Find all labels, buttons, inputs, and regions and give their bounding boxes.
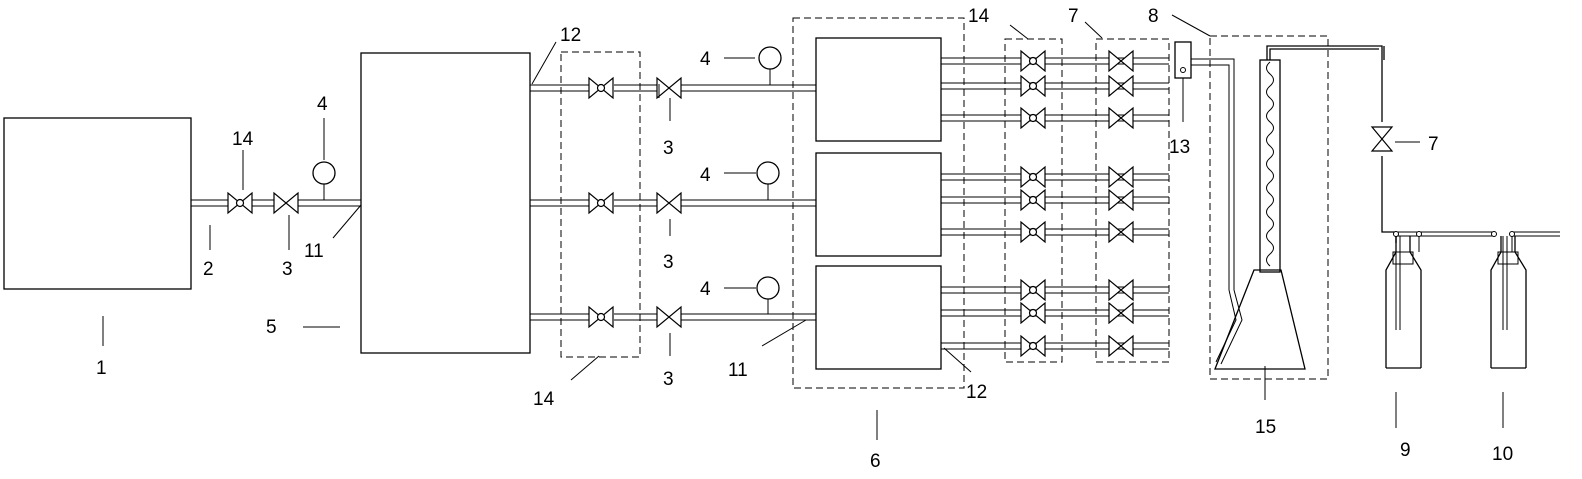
label-12-top: 12 (560, 25, 581, 46)
label-7-valve: 7 (1428, 134, 1439, 155)
label-7-group: 7 (1068, 6, 1079, 27)
component-1-box (3, 117, 192, 290)
check-valve-icon (1020, 106, 1046, 130)
valve-icon (1108, 49, 1134, 73)
label-6: 6 (870, 451, 881, 472)
label-4-bottom: 4 (700, 279, 711, 300)
group-7-box (1095, 38, 1170, 363)
check-valve-icon (1020, 165, 1046, 189)
label-9: 9 (1400, 440, 1411, 461)
valve-icon (1108, 165, 1134, 189)
check-valve-icon (588, 76, 614, 100)
check-valve-icon (1020, 74, 1046, 98)
label-4-top: 4 (700, 49, 711, 70)
label-1: 1 (96, 358, 107, 379)
label-3-main: 3 (282, 259, 293, 280)
valve-icon (1108, 106, 1134, 130)
component-5-box (360, 52, 531, 354)
label-8: 8 (1148, 6, 1159, 27)
label-11-reactor: 11 (728, 360, 748, 381)
valve-icon (1370, 126, 1394, 152)
pipe-2 (191, 199, 361, 207)
label-3-top: 3 (663, 138, 674, 159)
valve-icon (273, 191, 299, 215)
group-8-box (1209, 35, 1329, 380)
valve-icon (1108, 188, 1134, 212)
valve-icon (1108, 74, 1134, 98)
check-valve-icon (1020, 49, 1046, 73)
label-14-left-valve: 14 (232, 129, 254, 150)
check-valve-icon (588, 305, 614, 329)
pipe-13-to-15 (1191, 58, 1235, 290)
valve-icon (1108, 220, 1134, 244)
valve-icon (656, 305, 682, 329)
check-valve-icon (1020, 220, 1046, 244)
reactor-box-top (815, 37, 942, 142)
label-5: 5 (266, 317, 277, 338)
valve-icon (1108, 334, 1134, 358)
component-labels: 1 2 14 3 4 11 5 12 14 3 3 3 4 4 4 11 12 … (96, 6, 1513, 472)
valve-icon (656, 76, 682, 100)
pressure-gauge-icons (312, 46, 782, 314)
group-14-right-box (1004, 38, 1063, 363)
label-12-reactor: 12 (966, 382, 987, 403)
label-13: 13 (1169, 137, 1190, 158)
label-11-left: 11 (304, 241, 324, 262)
check-valve-icon (227, 191, 253, 215)
valve-icons (227, 49, 1394, 358)
reactor-box-middle (815, 152, 942, 257)
reactor-outlet-pipes (941, 57, 1169, 350)
group-14-left-box (560, 51, 641, 358)
reactor-box-bottom (815, 265, 942, 370)
valve-icon (656, 191, 682, 215)
trap-connecting-pipe (1396, 231, 1560, 237)
condenser-coil (1266, 61, 1274, 267)
label-4-main: 4 (317, 94, 328, 115)
check-valve-icon (1020, 301, 1046, 325)
check-valve-icon (1020, 278, 1046, 302)
check-valve-icon (1020, 334, 1046, 358)
label-10: 10 (1492, 444, 1513, 465)
wash-bottle-10 (1490, 236, 1527, 369)
label-4-middle: 4 (700, 165, 711, 186)
label-3-bottom: 3 (663, 369, 674, 390)
label-14-group-bottom: 14 (533, 389, 555, 410)
feed-pipes (530, 84, 816, 321)
group-6-box (792, 17, 965, 389)
label-2: 2 (203, 259, 214, 280)
check-valve-icon (1020, 188, 1046, 212)
label-15: 15 (1255, 417, 1276, 438)
check-valve-icon (588, 191, 614, 215)
flask-inlet-tube (1215, 289, 1243, 365)
condenser-column (1259, 59, 1281, 273)
label-14-group-top: 14 (968, 6, 990, 27)
valve-icon (1108, 301, 1134, 325)
label-3-middle: 3 (663, 252, 674, 273)
wash-bottle-9 (1385, 236, 1422, 369)
valve-icon (1108, 278, 1134, 302)
leader-lines (102, 14, 1504, 440)
